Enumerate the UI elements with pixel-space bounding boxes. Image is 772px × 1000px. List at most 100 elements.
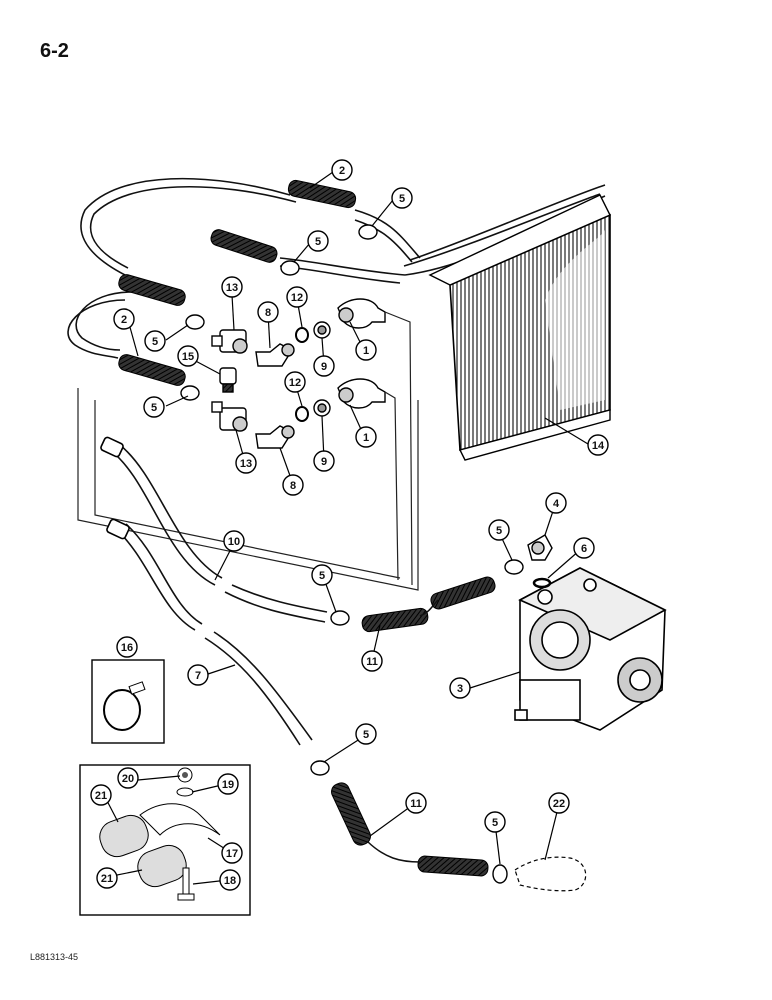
callout-marker: 4 <box>545 492 567 514</box>
callout-marker: 5 <box>143 396 165 418</box>
oil-cooler-14[interactable] <box>428 194 611 461</box>
svg-text:5: 5 <box>319 570 325 582</box>
callout-marker: 1 <box>355 426 377 448</box>
svg-text:18: 18 <box>224 875 236 887</box>
svg-text:11: 11 <box>410 798 422 810</box>
svg-text:5: 5 <box>496 525 502 537</box>
svg-text:7: 7 <box>195 670 201 682</box>
tee-fitting-13-upper[interactable] <box>211 329 248 354</box>
svg-text:9: 9 <box>321 456 327 468</box>
svg-text:22: 22 <box>553 798 565 810</box>
callout-marker: 15 <box>177 345 199 367</box>
elbow-1-lower[interactable] <box>337 378 386 409</box>
page-number: 6-2 <box>40 40 69 62</box>
callout-marker: 5 <box>311 564 333 586</box>
svg-text:19: 19 <box>222 779 234 791</box>
callout-marker: 5 <box>307 230 329 252</box>
svg-text:4: 4 <box>553 498 560 510</box>
svg-text:13: 13 <box>226 282 238 294</box>
elbow-1-upper[interactable] <box>337 298 386 329</box>
svg-text:2: 2 <box>121 314 127 326</box>
svg-text:3: 3 <box>457 683 463 695</box>
svg-text:1: 1 <box>363 345 369 357</box>
elbow-fitting-4[interactable] <box>527 534 553 561</box>
inset-cable-tie-16 <box>91 659 165 744</box>
svg-text:16: 16 <box>121 642 133 654</box>
svg-text:5: 5 <box>152 336 158 348</box>
nut-9-group <box>313 321 331 417</box>
callout-marker: 12 <box>284 371 306 393</box>
elbow-fitting-8-upper[interactable] <box>255 343 295 367</box>
svg-text:20: 20 <box>122 773 134 785</box>
tee-fitting-13-lower[interactable] <box>211 401 248 432</box>
callout-marker: 2 <box>113 308 135 330</box>
svg-text:1: 1 <box>363 432 369 444</box>
tube-10[interactable] <box>100 436 328 623</box>
svg-text:9: 9 <box>321 361 327 373</box>
callout-marker: 17 <box>221 842 243 864</box>
hose-2-left-upper[interactable] <box>117 273 187 307</box>
callout-marker: 9 <box>313 355 335 377</box>
svg-text:6: 6 <box>581 543 587 555</box>
callout-marker: 10 <box>223 530 245 552</box>
callout-marker: 14 <box>587 434 609 456</box>
reference-code: L881313-45 <box>30 952 79 962</box>
callout-marker: 19 <box>217 773 239 795</box>
callout-marker: 21 <box>90 784 112 806</box>
callout-markers: 2 5 5 13 12 8 2 5 9 1 15 12 5 1 13 9 8 1… <box>90 159 609 891</box>
callout-marker: 5 <box>391 187 413 209</box>
svg-text:5: 5 <box>492 817 498 829</box>
washer-12-group <box>295 327 309 422</box>
elbow-fitting-8-lower[interactable] <box>255 425 295 449</box>
callout-marker: 20 <box>117 767 139 789</box>
svg-text:15: 15 <box>182 351 194 363</box>
callout-marker: 12 <box>286 286 308 308</box>
tube-7[interactable] <box>106 518 313 746</box>
callout-marker: 6 <box>573 537 595 559</box>
callout-marker: 3 <box>449 677 471 699</box>
svg-text:2: 2 <box>339 165 345 177</box>
callout-marker: 16 <box>116 636 138 658</box>
callout-marker: 5 <box>355 723 377 745</box>
hose-2-left-lower[interactable] <box>117 353 187 387</box>
callout-marker: 21 <box>96 867 118 889</box>
inset-clamp-assembly <box>79 764 251 916</box>
svg-text:12: 12 <box>289 377 301 389</box>
svg-text:10: 10 <box>228 536 240 548</box>
callout-marker: 5 <box>144 330 166 352</box>
connector-22-dashed <box>514 856 587 892</box>
hose-2-middle[interactable] <box>209 228 279 264</box>
callout-marker: 7 <box>187 664 209 686</box>
hose-11-lower[interactable] <box>329 780 489 877</box>
plug-15[interactable] <box>219 367 237 393</box>
callout-marker: 18 <box>219 869 241 891</box>
svg-text:5: 5 <box>315 236 321 248</box>
callout-marker: 5 <box>484 811 506 833</box>
callout-marker: 11 <box>405 792 427 814</box>
hose-11-upper[interactable] <box>361 575 497 633</box>
callout-marker: 2 <box>331 159 353 181</box>
callout-marker: 8 <box>282 474 304 496</box>
svg-text:5: 5 <box>363 729 369 741</box>
svg-text:11: 11 <box>366 656 378 668</box>
svg-text:5: 5 <box>151 402 157 414</box>
hydraulic-pump-3[interactable] <box>514 567 667 731</box>
callout-marker: 22 <box>548 792 570 814</box>
svg-text:5: 5 <box>399 193 405 205</box>
hose-2-upper[interactable] <box>287 179 357 209</box>
callout-marker: 13 <box>221 276 243 298</box>
svg-text:13: 13 <box>240 458 252 470</box>
callout-marker: 1 <box>355 339 377 361</box>
svg-text:12: 12 <box>291 292 303 304</box>
svg-text:17: 17 <box>226 848 238 860</box>
svg-text:8: 8 <box>265 307 271 319</box>
callout-marker: 11 <box>361 650 383 672</box>
callout-marker: 13 <box>235 452 257 474</box>
svg-text:21: 21 <box>101 873 113 885</box>
callout-marker: 8 <box>257 301 279 323</box>
svg-text:8: 8 <box>290 480 296 492</box>
callout-marker: 9 <box>313 450 335 472</box>
svg-text:14: 14 <box>592 440 605 452</box>
callout-marker: 5 <box>488 519 510 541</box>
